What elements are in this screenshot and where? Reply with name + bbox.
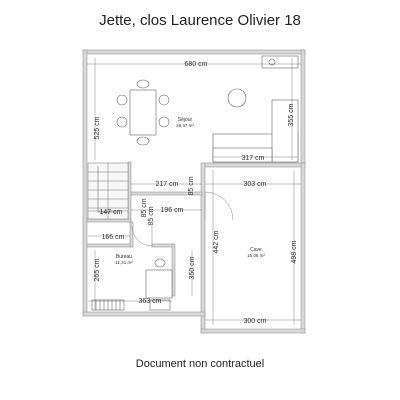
sink-counter [261, 55, 299, 69]
desk-chair [154, 258, 166, 268]
coffee-table [227, 88, 247, 108]
cabinet [149, 299, 171, 311]
wall-cave-left [200, 162, 206, 334]
wall-cave-right [300, 162, 306, 334]
dim-stair-height: 85 cm [188, 176, 195, 195]
wall-hall [129, 221, 134, 248]
sofa [212, 99, 299, 163]
dim-corridor-width: 217 cm [156, 181, 179, 188]
dimension-lines [87, 58, 301, 325]
dim-bureau-right-height: 350 cm [189, 256, 196, 279]
dim-cave-right-height: 498 cm [291, 240, 298, 263]
wall-cave-top [203, 162, 306, 168]
dim-bureau-width: 363 cm [139, 298, 162, 305]
dim-top-width: 680 cm [185, 61, 208, 68]
chair [136, 136, 150, 146]
wall-stair-right [127, 161, 132, 223]
dining-table [116, 79, 170, 146]
door-cave [204, 191, 234, 221]
sink [261, 55, 299, 69]
wall-bureau-top-left [86, 243, 133, 248]
wall-cave-bottom [200, 328, 306, 334]
dim-cave-left-height: 442 cm [213, 230, 220, 253]
dim-left-height: 525 cm [94, 116, 101, 139]
dimension-labels: 680 cm 525 cm 355 cm 317 cm 217 cm 303 c… [94, 61, 298, 325]
sofa-seat [212, 147, 273, 163]
room-area-cave: 15,06 m² [247, 253, 265, 258]
wall-bureau-bottom [82, 311, 206, 317]
wall-bureau-right [171, 243, 176, 297]
room-labels: Séjour 28,47 m² Cave 15,06 m² Bureau 11,… [115, 117, 265, 265]
doors [131, 191, 234, 247]
dim-cave-width: 303 cm [244, 181, 267, 188]
plan-title: Jette, clos Laurence Olivier 18 [99, 12, 301, 29]
staircase [87, 162, 129, 220]
desk [145, 269, 173, 299]
dim-corridor-inner: 196 cm [161, 207, 184, 214]
chair [116, 116, 128, 128]
dim-small-b: 85 cm [148, 206, 155, 225]
dim-sofa-width: 317 cm [242, 155, 265, 162]
dim-stair-width: 147 cm [100, 209, 123, 216]
wall-stair-bottom [86, 218, 132, 223]
bureau-furniture [91, 258, 173, 311]
chair [158, 94, 170, 106]
wall-right-upper [300, 49, 306, 167]
walls [82, 49, 306, 334]
wall-bureau-top-right [151, 243, 175, 248]
room-name-sejour: Séjour [178, 117, 193, 123]
room-area-bureau: 11,31 m² [115, 260, 133, 265]
dim-right-height: 355 cm [288, 103, 295, 126]
door-bureau [131, 225, 153, 247]
wall-top [82, 49, 306, 55]
disclaimer: Document non contractuel [135, 358, 265, 370]
room-name-cave: Cave [250, 247, 262, 253]
dim-cave-bottom-width: 300 cm [244, 318, 267, 325]
chair [136, 79, 150, 89]
dim-hall-width: 166 cm [102, 234, 125, 241]
wall-left [82, 49, 88, 316]
sofa-side [271, 99, 299, 163]
dim-small-a: 85 cm [141, 198, 148, 217]
dim-bureau-left-height: 265 cm [94, 258, 101, 281]
table-top [129, 89, 157, 136]
room-area-sejour: 28,47 m² [176, 123, 194, 128]
sink-bowl [268, 58, 276, 66]
room-name-bureau: Bureau [116, 254, 132, 260]
chair [158, 116, 170, 128]
chair [116, 94, 128, 106]
